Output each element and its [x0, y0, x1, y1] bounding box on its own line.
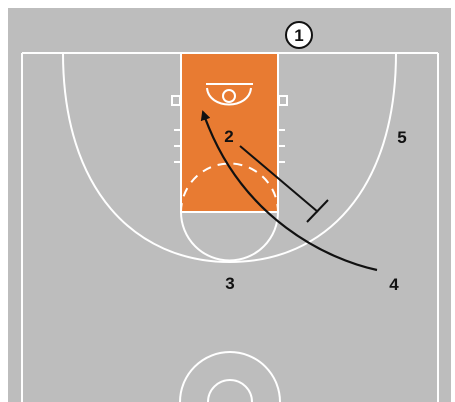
lane-block-left: [171, 95, 181, 106]
player-2: 2: [224, 127, 233, 146]
rim: [222, 89, 236, 103]
player-5: 5: [397, 128, 406, 147]
free-throw-circle-top: [180, 162, 279, 213]
three-point-line: [62, 52, 397, 264]
paint-area: [181, 53, 278, 212]
lane-block-right: [278, 95, 288, 106]
screen-bar: [306, 199, 329, 223]
center-circle-outer: [179, 351, 281, 402]
player-3: 3: [225, 274, 234, 293]
player-4: 4: [389, 275, 399, 294]
screen-path: [239, 145, 329, 223]
play-number-badge: 1: [285, 21, 313, 49]
play-number: 1: [294, 26, 303, 45]
free-throw-circle-bottom: [180, 211, 279, 262]
cut-arrow-4: [200, 110, 378, 272]
restricted-area: [206, 87, 252, 106]
center-circle-inner: [207, 379, 253, 402]
